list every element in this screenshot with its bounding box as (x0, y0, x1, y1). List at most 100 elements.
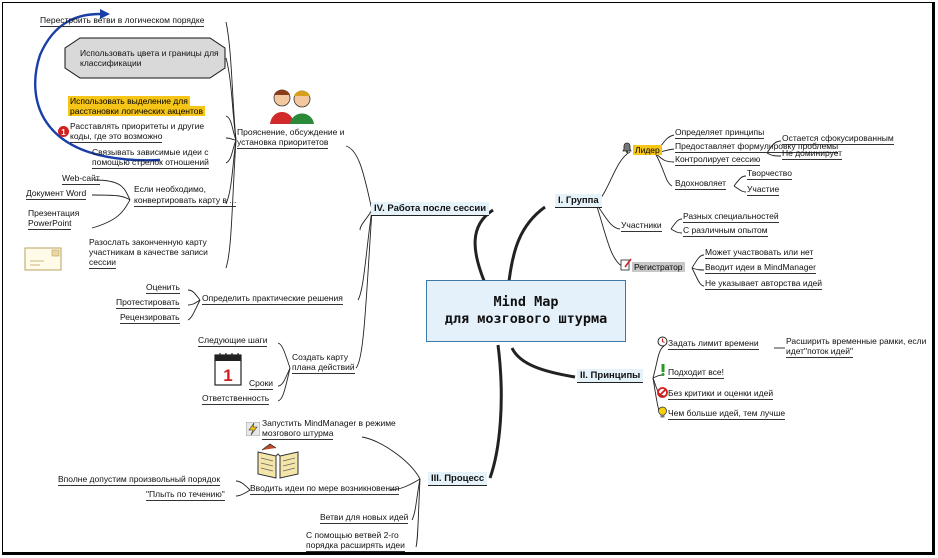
convert-line2[interactable]: конвертировать карту в ... (134, 195, 237, 207)
link-line1[interactable]: Связывать зависимые идеи с (92, 147, 209, 157)
link-plan-1 (277, 342, 291, 369)
lightning-icon (246, 422, 260, 436)
decide-item-3[interactable]: Рецензировать (120, 312, 180, 324)
registrar-item-3[interactable]: Не указывает авторства идей (705, 278, 823, 290)
process-second-line2[interactable]: порядка расширять идеи (306, 540, 405, 552)
registrar-item-2[interactable]: Вводит идеи в MindManager (705, 262, 816, 274)
clarify-line1[interactable]: Прояснение, обсуждение и (237, 127, 345, 137)
highlight-line1[interactable]: Использовать выделение для (68, 96, 190, 106)
link-registrar (595, 203, 623, 267)
trunk-process (488, 344, 503, 479)
process-branches[interactable]: Ветви для новых идей (320, 512, 409, 524)
send-line3[interactable]: сессии (89, 257, 116, 269)
participants-item-2[interactable]: С различным опытом (683, 225, 768, 237)
leader-item-1[interactable]: Определяет принципы (675, 127, 765, 139)
clarify-line2[interactable]: установка приоритетов (237, 137, 329, 149)
link-plan-2 (277, 367, 291, 387)
branch-group[interactable]: I. Группа (555, 194, 602, 208)
open-book-icon (257, 443, 299, 479)
rebuild-branches[interactable]: Перестроить ветви в логическом порядке (40, 15, 205, 27)
link-after-clarify (345, 145, 373, 211)
link-proc-second (415, 478, 421, 548)
process-launch-line1[interactable]: Запустить MindManager в режиме (262, 418, 396, 428)
format-ppt-line1[interactable]: Презентация (28, 208, 80, 218)
link-after-decide (357, 209, 373, 301)
envelope-icon (24, 247, 62, 271)
colors-line1[interactable]: Использовать цвета и границы для (80, 48, 219, 58)
colors-boundary-shape (64, 37, 226, 79)
process-enter-item-1[interactable]: Вполне допустим произвольный порядок (58, 474, 221, 486)
registrar-item-1[interactable]: Может участвовать или нет (705, 247, 814, 259)
leader-item-4[interactable]: Вдохновляет (675, 178, 727, 190)
priority-1-icon: 1 (58, 126, 69, 137)
link-after-send (359, 209, 373, 231)
principle-3[interactable]: Без критики и оценки идей (668, 388, 774, 400)
central-topic[interactable]: Mind Map для мозгового штурма (426, 280, 626, 342)
leader-item-2[interactable]: Предоставляет формулировку проблемы (675, 141, 839, 153)
decide-item-2[interactable]: Протестировать (116, 297, 180, 309)
participants-item-1[interactable]: Разных специальностей (683, 211, 779, 223)
link-clarify-priorities (225, 137, 237, 141)
plan-item-2[interactable]: Сроки (249, 378, 274, 390)
link-reg-1 (691, 254, 705, 269)
link-control-1 (766, 140, 782, 154)
link-enter-2 (235, 489, 251, 497)
link-plan-3 (277, 367, 291, 402)
leader-node[interactable]: Лидер (633, 145, 662, 155)
link-inspire-1 (733, 175, 747, 187)
link-conv-web (93, 179, 131, 201)
priorities-line2[interactable]: коды, где это возможно (70, 131, 163, 143)
branch-after-session[interactable]: IV. Работа после сессии (371, 202, 490, 216)
trunk-principles (510, 347, 576, 379)
process-enter[interactable]: Вводить идеи по мере возникновения (250, 483, 400, 495)
priorities-line1[interactable]: Расставлять приоритеты и другие (70, 121, 205, 131)
link-clarify-send (225, 139, 237, 269)
link-reg-2 (691, 267, 705, 271)
link-control-2 (766, 152, 782, 157)
branch-principles[interactable]: II. Принципы (577, 369, 644, 383)
exclamation-icon (661, 364, 665, 376)
link-clarify-highlight (225, 115, 237, 141)
relationship-arrowhead (100, 9, 110, 19)
inspire-item-1[interactable]: Творчество (747, 168, 792, 180)
principle-2[interactable]: Подходит все! (668, 367, 725, 379)
plan-item-3[interactable]: Ответственность (202, 393, 270, 405)
link-decide-2 (187, 299, 201, 306)
link-proc-branches (411, 478, 421, 521)
plan-item-1[interactable]: Следующие шаги (198, 335, 268, 347)
link-decide-1 (187, 289, 201, 301)
decide-item-1[interactable]: Оценить (146, 282, 180, 294)
priority-1-icon-label: 1 (61, 128, 66, 137)
link-enter-1 (235, 480, 251, 491)
principle-4[interactable]: Чем больше идей, тем лучше (668, 408, 786, 420)
branch-process[interactable]: III. Процесс (428, 472, 488, 486)
link-line2[interactable]: помощью стрелок отношений (92, 157, 209, 169)
send-line1[interactable]: Разослать законченную карту (89, 237, 207, 247)
process-enter-item-2[interactable]: "Плыть по течению" (146, 489, 225, 501)
convert-line1[interactable]: Если необходимо, (134, 184, 206, 194)
control-item-2[interactable]: Не доминирует (782, 148, 843, 160)
format-ppt-line2[interactable]: PowerPoint (28, 218, 72, 230)
control-item-1[interactable]: Остается сфокусированным (782, 133, 894, 145)
link-after-plan (355, 209, 373, 369)
colors-line2[interactable]: классификации (80, 58, 142, 68)
process-second-line1[interactable]: С помощью ветвей 2-го (306, 530, 399, 540)
participants-node[interactable]: Участники (621, 220, 662, 232)
principle-1[interactable]: Задать лимит времени (668, 338, 759, 350)
process-launch-line2[interactable]: мозгового штурма (262, 428, 334, 440)
send-line2[interactable]: участникам в качестве записи (89, 247, 208, 257)
format-word[interactable]: Документ Word (26, 188, 87, 200)
inspire-item-2[interactable]: Участие (747, 184, 780, 196)
plan-line1[interactable]: Создать карту (292, 352, 349, 362)
format-web[interactable]: Web-сайт (62, 173, 100, 185)
no-entry-icon (657, 387, 668, 398)
highlight-line2[interactable]: расстановки логических акцентов (68, 106, 206, 116)
registrar-node[interactable]: Регистратор (632, 262, 685, 272)
relationship-arrow (34, 12, 161, 162)
decide-actions[interactable]: Определить практические решения (202, 293, 343, 305)
plan-line2[interactable]: плана действий (292, 362, 355, 374)
lightbulb-icon (658, 406, 667, 418)
link-clarify-colors (225, 57, 237, 141)
central-title-line2: для мозгового штурма (444, 311, 608, 327)
leader-item-3[interactable]: Контролирует сессию (675, 154, 761, 166)
